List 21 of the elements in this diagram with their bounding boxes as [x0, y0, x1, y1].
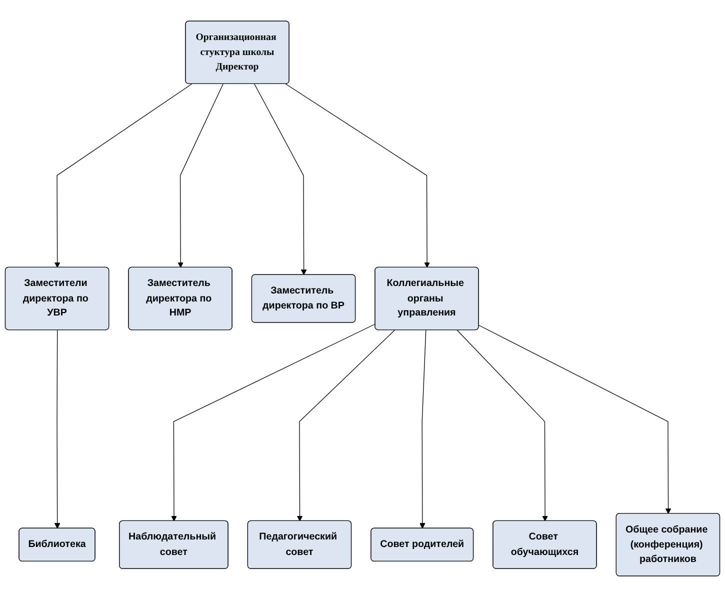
rounded-box: Заместители директора по УВР: [4, 266, 110, 330]
arrow: [296, 330, 396, 522]
rounded-box: Заместитель директора по ВР: [251, 274, 356, 323]
arrow: [54, 84, 192, 268]
rounded-box: Организационная стуктура школы Директор: [185, 20, 290, 84]
arrow: [420, 330, 426, 529]
rounded-box: Педагогический совет: [247, 520, 352, 569]
arrow: [285, 84, 430, 268]
rounded-box: Заместитель директора по НМР: [128, 266, 232, 330]
rounded-box: Библиотека: [18, 528, 96, 562]
rounded-box: Общее собрание (конференция) работников: [616, 513, 720, 576]
rounded-box: Совет родителей: [370, 528, 474, 562]
arrow: [478, 324, 672, 514]
rounded-box: Наблюдательный совет: [119, 520, 228, 569]
arrow: [54, 330, 60, 529]
arrow: [178, 84, 224, 268]
rounded-box: Коллегиальные органы управления: [374, 266, 479, 330]
arrow: [171, 324, 376, 522]
arrow: [456, 330, 548, 522]
arrow: [254, 84, 307, 276]
rounded-box: Совет обучающихся: [492, 520, 597, 569]
